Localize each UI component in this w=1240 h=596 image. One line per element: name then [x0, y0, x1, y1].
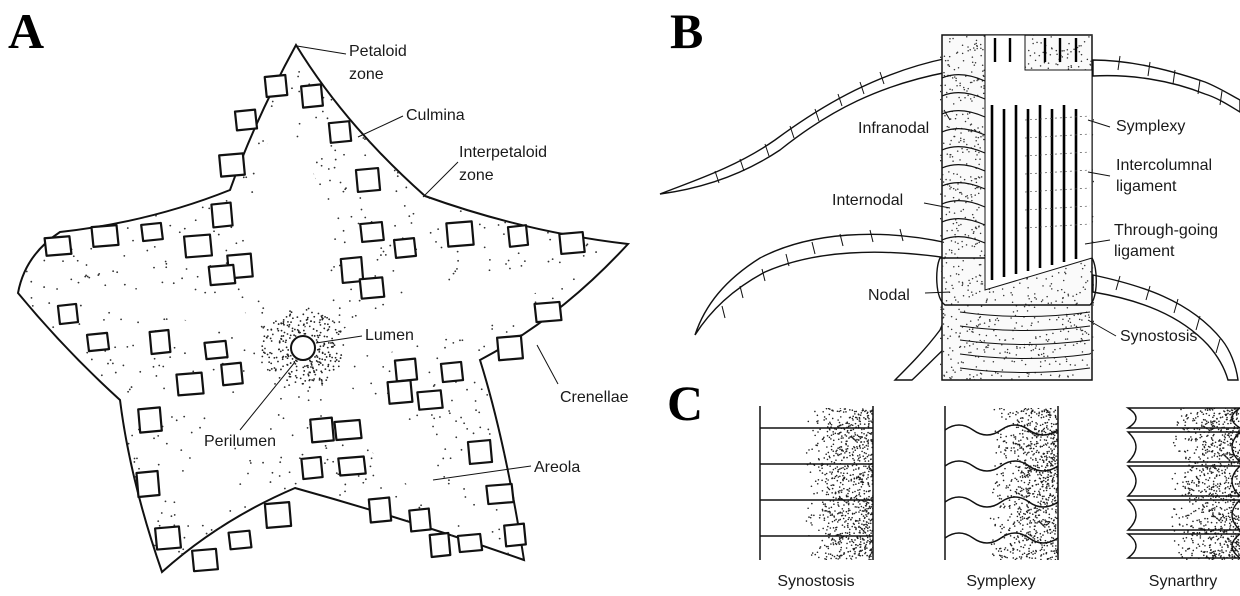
lumen-ring: [291, 336, 315, 360]
panel-c-letter: C: [667, 375, 703, 431]
articulation-synostosis: [760, 406, 874, 561]
label-petaloid-zone-line2: zone: [349, 66, 384, 83]
label-culmina: Culmina: [406, 107, 465, 124]
articulation-symplexy: [945, 406, 1059, 561]
label-crenellae: Crenellae: [560, 389, 629, 406]
cirrus-upper-right: [1093, 60, 1240, 112]
panel-b: B: [660, 3, 1240, 381]
panel-c: C Synostosis Symplexy Synarthry: [667, 375, 1240, 590]
cirrus-middle-left: [695, 234, 948, 335]
label-symplexy: Symplexy: [1116, 118, 1185, 135]
label-nodal: Nodal: [868, 287, 910, 304]
label-petaloid-zone-line1: Petaloid: [349, 43, 407, 60]
label-synostosis-b: Synostosis: [1120, 328, 1197, 345]
caption-symplexy: Symplexy: [966, 573, 1035, 590]
caption-synarthry: Synarthry: [1149, 573, 1217, 590]
label-infranodal: Infranodal: [858, 120, 929, 137]
articulation-synarthry: [1128, 407, 1240, 560]
label-perilumen: Perilumen: [204, 433, 276, 450]
stem-column: [937, 34, 1097, 380]
label-through-going-ligament-line2: ligament: [1114, 243, 1175, 260]
label-lumen: Lumen: [365, 327, 414, 344]
label-interpetaloid-zone-line2: zone: [459, 167, 494, 184]
label-through-going-ligament-line1: Through-going: [1114, 222, 1218, 239]
panel-b-letter: B: [670, 3, 703, 59]
label-areola: Areola: [534, 459, 580, 476]
label-interpetaloid-zone-line1: Interpetaloid: [459, 144, 547, 161]
label-intercolumnal-ligament-line2: ligament: [1116, 178, 1177, 195]
caption-synostosis: Synostosis: [777, 573, 854, 590]
label-intercolumnal-ligament-line1: Intercolumnal: [1116, 157, 1212, 174]
panel-a: A Petaloid zone Culmina Interpet: [8, 3, 631, 576]
label-internodal: Internodal: [832, 192, 903, 209]
panel-a-letter: A: [8, 3, 44, 59]
areola-petal-top: [254, 125, 330, 335]
